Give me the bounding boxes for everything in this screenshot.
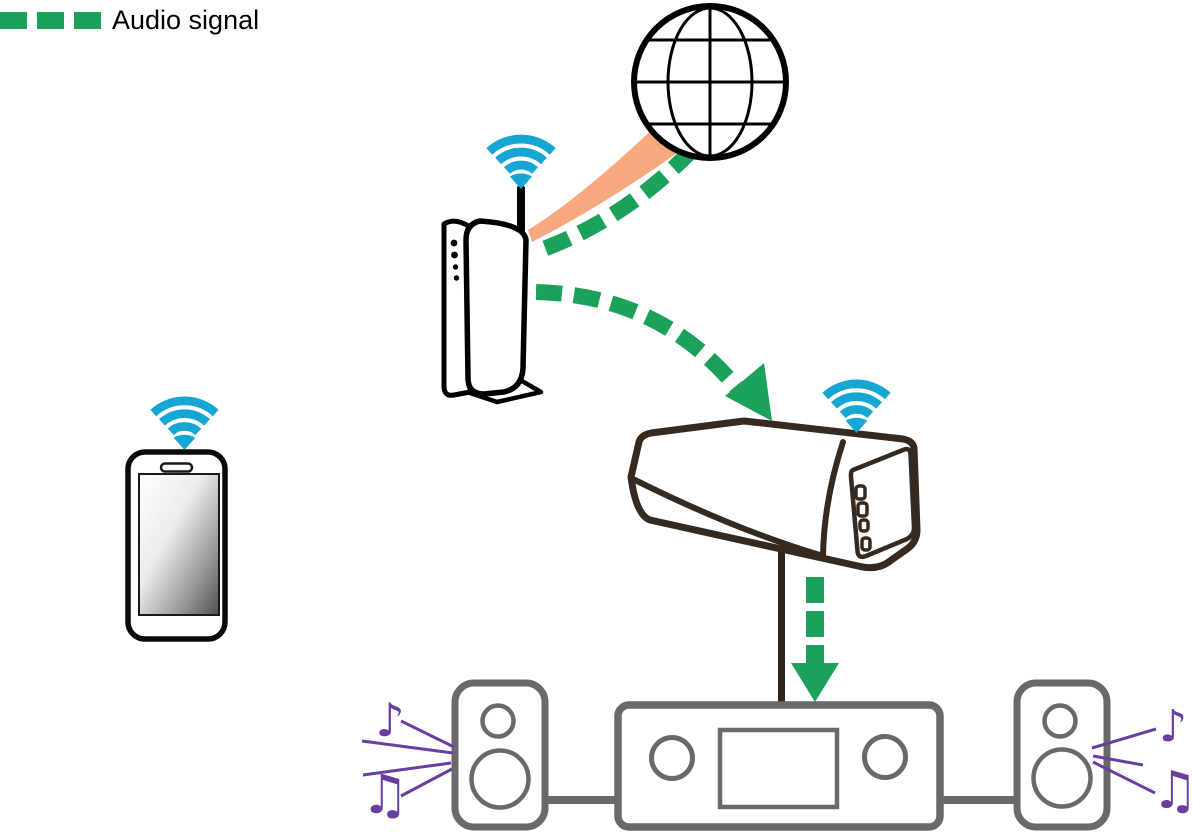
legend-dash	[37, 11, 64, 29]
internet-globe-icon	[631, 3, 789, 161]
router-led	[452, 264, 459, 270]
music-notes-left: ♪ ♫	[361, 693, 455, 826]
player-button	[860, 536, 872, 552]
signal-dashed-curve	[535, 284, 744, 394]
sound-line	[400, 719, 455, 749]
legend-dash	[0, 11, 27, 29]
router-back-face	[441, 218, 473, 398]
audio-signal-arrow-player-to-stereo	[791, 577, 839, 702]
sound-line	[1091, 727, 1157, 750]
sound-line	[362, 761, 452, 777]
speaker-woofer	[1031, 747, 1093, 809]
sound-lines-left	[361, 719, 455, 798]
wifi-icon-router	[489, 139, 552, 189]
receiver-display	[717, 727, 840, 810]
eighth-note-icon: ♪	[1159, 701, 1187, 752]
signal-arrowhead	[725, 363, 772, 421]
internet-connection-band	[528, 124, 684, 242]
signal-dash	[806, 577, 824, 603]
wifi-router	[441, 139, 553, 405]
sound-line	[361, 739, 454, 755]
receiver-knob-left	[649, 735, 695, 781]
signal-arrowhead	[791, 645, 839, 702]
smartphone	[125, 401, 228, 642]
audio-signal-arrow-router-to-player	[535, 284, 772, 421]
legend: Audio signal	[0, 5, 260, 35]
router-led-lights	[450, 239, 460, 281]
player-button	[856, 501, 869, 518]
sound-line	[1092, 760, 1156, 795]
router-front-face	[463, 218, 529, 397]
player-button	[854, 484, 867, 501]
phone-screen	[138, 473, 220, 616]
speaker-tweeter	[1042, 703, 1078, 739]
router-antenna	[517, 186, 525, 232]
network-audio-player	[627, 417, 921, 572]
sound-line	[1092, 754, 1144, 767]
speaker-tweeter	[480, 703, 516, 739]
sound-line	[400, 767, 453, 798]
signal-dash	[806, 611, 824, 637]
legend-label: Audio signal	[112, 5, 260, 35]
router-led	[453, 275, 460, 281]
receiver-knob-right	[862, 734, 908, 780]
player-buttons	[854, 484, 872, 552]
receiver	[614, 701, 944, 831]
wifi-icon-phone	[153, 401, 215, 450]
music-notes-right: ♪ ♫	[1091, 701, 1193, 821]
legend-dash	[74, 11, 101, 29]
player-button	[858, 518, 870, 533]
player-body	[627, 417, 921, 572]
speaker-right	[1013, 679, 1111, 831]
wifi-icon-player	[825, 384, 887, 433]
router-led	[451, 251, 458, 259]
player-side-ridge	[820, 439, 846, 559]
speaker-left	[451, 679, 549, 831]
stereo-system	[451, 679, 1111, 831]
phone-earpiece	[159, 462, 194, 473]
player-front-ridge	[630, 476, 826, 559]
router-led	[450, 239, 458, 247]
audio-signal-path-internet-to-router	[532, 144, 698, 260]
sound-lines-right	[1091, 727, 1157, 795]
eighth-note-icon: ♪	[375, 693, 404, 747]
speaker-woofer	[469, 748, 531, 810]
beamed-note-icon: ♫	[1152, 761, 1193, 821]
